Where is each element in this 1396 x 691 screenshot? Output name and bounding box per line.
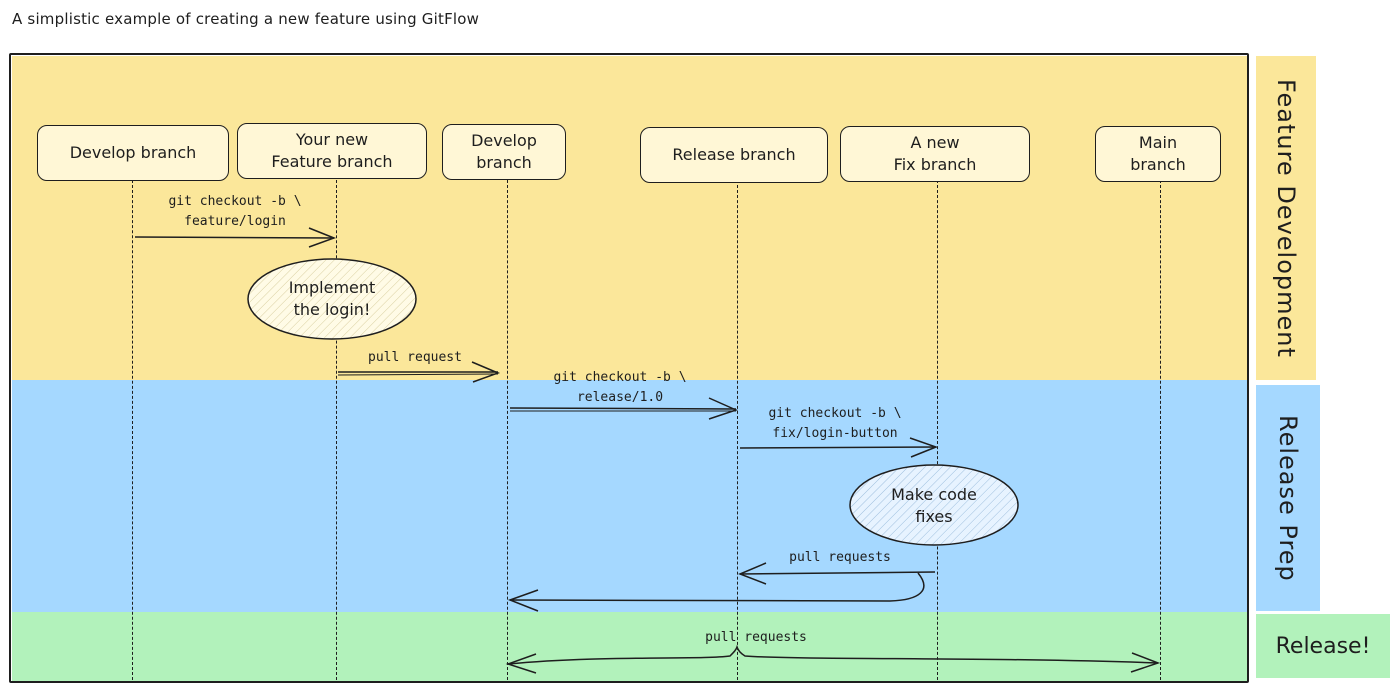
note-fixes-shape: [849, 464, 1019, 546]
feature-development-text: Feature Development: [1272, 78, 1300, 358]
release-prep-band: [12, 380, 1248, 612]
lifeline-fix: [937, 180, 938, 680]
release-label: Release!: [1256, 614, 1390, 678]
node-develop-branch: Develop branch: [37, 125, 229, 181]
lifeline-develop-2: [507, 180, 508, 680]
feature-development-band: [12, 56, 1248, 380]
release-text: Release!: [1275, 633, 1371, 659]
lifeline-main: [1160, 180, 1161, 680]
diagram-title: A simplistic example of creating a new f…: [12, 10, 480, 28]
node-feature-branch: Your new Feature branch: [237, 123, 427, 179]
lifeline-release: [737, 180, 738, 680]
arrow-checkout-release: [509, 397, 739, 420]
message-pull-requests-final: pull requests: [705, 630, 807, 645]
message-checkout-feature: git checkout -b \ feature/login: [168, 194, 302, 229]
lifeline-feature: [336, 180, 337, 680]
arrow-checkout-fix: [739, 437, 939, 458]
node-main-branch: Main branch: [1095, 126, 1221, 182]
feature-development-label: Feature Development: [1256, 56, 1316, 380]
note-fixes-text: Make code fixes: [891, 485, 977, 526]
arrow-checkout-feature: [134, 227, 337, 248]
message-pull-requests-back: pull requests: [789, 550, 891, 565]
lifeline-develop-1: [132, 180, 133, 680]
node-release-branch: Release branch: [640, 127, 828, 183]
diagram-frame: [9, 53, 1249, 683]
message-checkout-release: git checkout -b \ release/1.0: [553, 370, 687, 405]
note-implement-shape: [247, 258, 417, 340]
note-implement-text: Implement the login!: [288, 278, 376, 319]
release-band: [12, 612, 1248, 682]
release-prep-text: Release Prep: [1274, 414, 1302, 582]
arrow-pull-request-develop: [337, 361, 501, 383]
release-prep-label: Release Prep: [1256, 385, 1320, 611]
node-fix-branch: A new Fix branch: [840, 126, 1030, 182]
message-checkout-fix: git checkout -b \ fix/login-button: [768, 406, 902, 441]
arrow-pull-requests-final: [505, 644, 1161, 674]
arrow-pull-requests-back: [507, 562, 936, 612]
message-pull-request: pull request: [368, 350, 462, 365]
node-develop-branch-2: Develop branch: [442, 124, 566, 180]
